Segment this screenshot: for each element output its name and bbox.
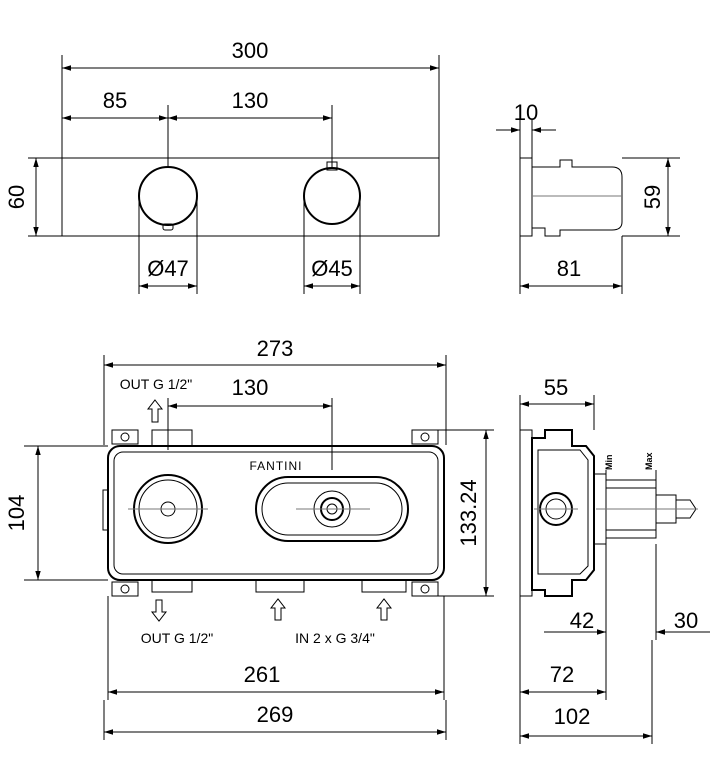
in-left-arrow-icon	[269, 598, 287, 621]
min-label: Min	[604, 455, 614, 471]
brand-label: FANTINI	[249, 459, 302, 473]
dim-60-label: 60	[4, 185, 29, 209]
in-label: IN 2 x G 3/4"	[295, 630, 375, 646]
out-bottom-label: OUT G 1/2"	[141, 630, 213, 646]
top-side-view: 10 59 81	[496, 100, 680, 294]
out-top-arrow-icon	[146, 399, 164, 423]
mount-tab-tl	[111, 429, 139, 445]
inlet-port-left	[255, 579, 305, 593]
mount-tab-bl	[111, 581, 139, 597]
outlet-port-top	[151, 429, 193, 447]
dim-133-label: 133.24	[456, 479, 481, 546]
dim-85-label: 85	[103, 88, 127, 113]
dim-269-label: 269	[257, 702, 294, 727]
mount-tab-br	[411, 581, 439, 597]
outlet-port-bottom	[151, 579, 193, 593]
dim-dia45-label: Ø45	[311, 256, 353, 281]
spindle-tip	[675, 499, 697, 519]
out-bottom-arrow-icon	[150, 599, 168, 622]
dim-81-label: 81	[557, 256, 581, 281]
dim-42-label: 42	[570, 608, 594, 633]
body-front-view: 273 130 OUT G 1/2" FANTINI	[4, 336, 494, 740]
left-knob	[138, 166, 198, 226]
dim-104-label: 104	[4, 495, 29, 532]
dim-273-label: 273	[257, 336, 294, 361]
cover-plate	[61, 157, 440, 237]
dim-72-label: 72	[550, 662, 574, 687]
dim-10-label: 10	[514, 100, 538, 125]
dim-55-label: 55	[544, 375, 568, 400]
dim-59-label: 59	[640, 185, 665, 209]
dim-130-label: 130	[232, 88, 269, 113]
dim-dia47-label: Ø47	[147, 256, 189, 281]
dim-30-label: 30	[674, 608, 698, 633]
top-front-view: 300 85 130 60 Ø47 Ø45	[4, 38, 440, 294]
max-label: Max	[644, 452, 654, 470]
body-inner	[113, 451, 439, 575]
dim-300-label: 300	[232, 38, 269, 63]
dim-261-label: 261	[244, 662, 281, 687]
dim-body-130-label: 130	[232, 375, 269, 400]
side-body-profile	[531, 429, 595, 597]
body-side-view: 55 Min Max 42 30 72	[519, 375, 710, 744]
inlet-port-right	[361, 579, 407, 593]
mount-tab-tr	[411, 429, 439, 445]
dim-102-label: 102	[554, 704, 591, 729]
thermostatic-cartridge	[255, 476, 409, 542]
in-right-arrow-icon	[375, 598, 393, 621]
side-mount-plate	[519, 429, 533, 597]
out-top-label: OUT G 1/2"	[120, 376, 192, 392]
side-plate	[519, 157, 533, 237]
right-knob	[303, 167, 361, 225]
side-knob-profile	[531, 159, 623, 237]
